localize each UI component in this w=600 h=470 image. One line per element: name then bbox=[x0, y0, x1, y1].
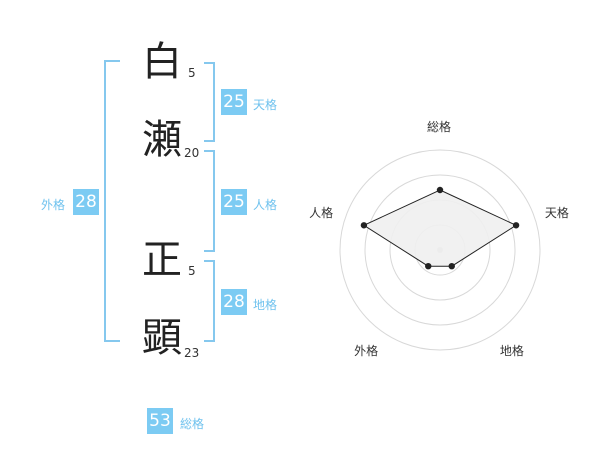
tenkaku-value: 25 bbox=[221, 89, 247, 115]
gaikaku-bracket bbox=[104, 60, 120, 342]
radar-axis-label: 天格 bbox=[544, 205, 569, 220]
gaikaku-label: 外格 bbox=[41, 198, 66, 212]
chikaku-bracket bbox=[204, 260, 215, 342]
soukaku-label: 総格 bbox=[180, 417, 205, 431]
radar-point bbox=[512, 222, 520, 229]
radar-point bbox=[360, 222, 368, 229]
radar-point bbox=[425, 262, 432, 270]
radar-point bbox=[436, 186, 444, 194]
stroke-count-3: 5 bbox=[188, 264, 196, 278]
kanji-3: 正 bbox=[142, 237, 182, 283]
kanji-1: 白 bbox=[142, 39, 182, 85]
radar-axis-label: 人格 bbox=[309, 205, 334, 220]
tenkaku-bracket bbox=[204, 62, 215, 142]
radar-polygon bbox=[362, 189, 518, 267]
stroke-count-1: 5 bbox=[188, 66, 196, 80]
jinkaku-bracket bbox=[204, 150, 215, 252]
stroke-count-4: 23 bbox=[184, 346, 200, 360]
jinkaku-value: 25 bbox=[221, 189, 247, 215]
chikaku-label: 地格 bbox=[253, 298, 278, 312]
kanji-2: 瀬 bbox=[142, 117, 182, 163]
kanji-4: 顕 bbox=[142, 315, 182, 361]
radar-axis-label: 総格 bbox=[427, 120, 452, 134]
jinkaku-label: 人格 bbox=[253, 198, 278, 212]
radar-point bbox=[448, 262, 455, 270]
gaikaku-value: 28 bbox=[73, 189, 99, 215]
chikaku-value: 28 bbox=[221, 289, 247, 315]
radar-axis-label: 外格 bbox=[354, 344, 379, 359]
tenkaku-label: 天格 bbox=[253, 98, 278, 112]
radar-ring bbox=[339, 149, 541, 351]
stroke-count-2: 20 bbox=[184, 146, 200, 160]
radar-ring bbox=[364, 174, 516, 326]
soukaku-value: 53 bbox=[147, 408, 173, 434]
radar-axis-label: 地格 bbox=[499, 344, 524, 359]
